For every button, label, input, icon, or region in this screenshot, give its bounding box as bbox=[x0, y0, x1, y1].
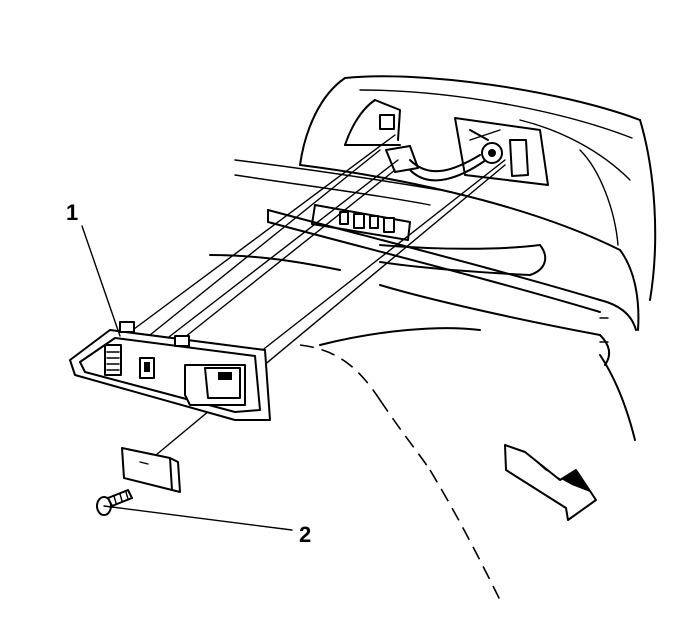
switch-bezel-assembly bbox=[69, 321, 271, 421]
fastener-cover bbox=[121, 447, 181, 493]
callout-1-label: 1 bbox=[66, 200, 79, 225]
wiring-harness bbox=[385, 129, 529, 182]
forward-direction-arrow-icon bbox=[504, 444, 597, 521]
mounting-opening bbox=[344, 99, 549, 186]
alignment-lines bbox=[129, 134, 506, 461]
callout-leaders bbox=[81, 225, 293, 531]
door-handle-recess bbox=[311, 204, 411, 241]
callout-2-label: 2 bbox=[299, 522, 312, 547]
screw bbox=[96, 489, 133, 516]
